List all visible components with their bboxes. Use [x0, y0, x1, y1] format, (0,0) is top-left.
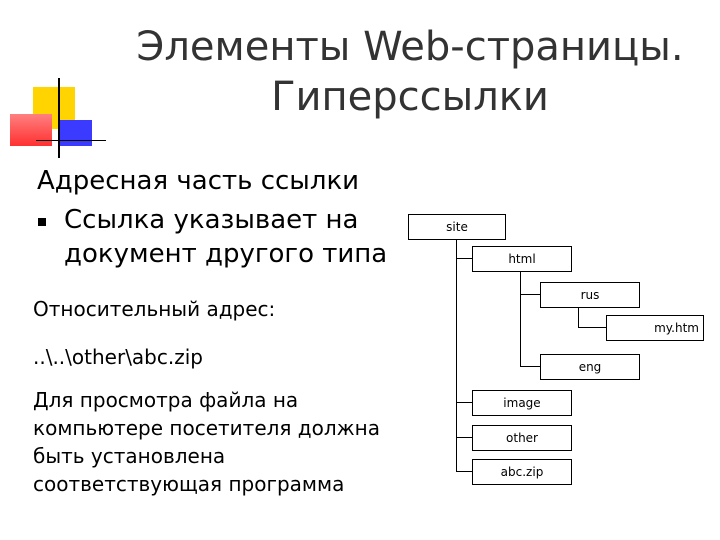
tree-node-myhtm: my.htm: [606, 315, 704, 341]
title-line-2: Гиперссылки: [130, 72, 690, 122]
section-heading: Адресная часть ссылки: [37, 166, 359, 196]
deco-blue-square: [60, 120, 92, 146]
tree-branch-rus: [520, 294, 540, 295]
note-line-4: соответствующая программа: [33, 470, 380, 498]
note-line-1: Для просмотра файла на: [33, 386, 380, 414]
tree-node-rus: rus: [540, 282, 640, 308]
tree-branch-abczip: [456, 471, 472, 472]
tree-branch-myhtm: [578, 327, 606, 328]
bullet-text: Ссылка указывает на документ другого тип…: [64, 203, 387, 271]
page-title: Элементы Web-страницы. Гиперссылки: [130, 22, 690, 122]
bullet-line-2: документ другого типа: [64, 237, 387, 271]
note-line-3: быть установлена: [33, 442, 380, 470]
bullet-line-1: Ссылка указывает на: [64, 203, 387, 237]
tree-node-eng: eng: [540, 354, 640, 380]
tree-node-other: other: [472, 425, 572, 451]
tree-node-abczip: abc.zip: [472, 459, 572, 485]
deco-red-square: [10, 114, 52, 146]
tree-node-site: site: [408, 214, 506, 240]
tree-trunk-rus: [578, 307, 579, 328]
note-line-2: компьютере посетителя должна: [33, 414, 380, 442]
tree-branch-image: [456, 402, 472, 403]
bullet-marker: [38, 218, 46, 226]
deco-vertical-line: [58, 78, 60, 158]
relative-address-label: Относительный адрес:: [33, 297, 275, 321]
tree-node-image: image: [472, 390, 572, 416]
deco-horizontal-line: [36, 140, 106, 141]
note-text: Для просмотра файла на компьютере посети…: [33, 386, 380, 498]
relative-path: ..\..\other\abc.zip: [33, 345, 203, 369]
title-line-1: Элементы Web-страницы.: [130, 22, 690, 72]
tree-trunk-html: [520, 271, 521, 367]
tree-branch-html: [456, 258, 472, 259]
tree-branch-eng: [520, 366, 540, 367]
tree-branch-other: [456, 437, 472, 438]
tree-node-html: html: [472, 246, 572, 272]
